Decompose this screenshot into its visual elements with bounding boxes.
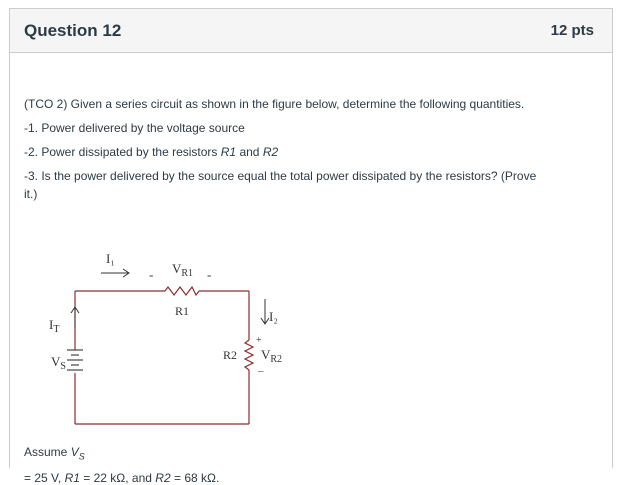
assume-line-1: Assume VS [24, 445, 85, 462]
vr2-label: VR2 [261, 347, 282, 365]
question-text-line-4: -3. Is the power delivered by the source… [24, 169, 537, 183]
circuit-diagram: I₁ - VR1 - R1 IT VS I₂ R2 + _ VR2 [49, 251, 282, 425]
i2-arrow-icon [260, 299, 270, 325]
vr2-minus-sign: _ [257, 361, 264, 373]
vr2-plus-sign: + [256, 335, 262, 346]
i2-label: I₂ [269, 309, 278, 324]
i1-arrow-icon [101, 268, 130, 278]
vs-label: VS [51, 354, 66, 372]
vr1-label: VR1 [172, 261, 193, 279]
question-card: Question 12 12 pts (TCO 2) Given a serie… [9, 8, 613, 485]
question-text-line-5: it.) [24, 187, 38, 201]
battery-symbol [67, 349, 83, 371]
circuit-wires [74, 290, 250, 425]
i1-label: I₁ [106, 251, 115, 266]
r2-resistor-symbol [243, 339, 255, 371]
r1-resistor-symbol [164, 285, 200, 297]
it-label: IT [49, 317, 59, 335]
question-points: 12 pts [550, 22, 594, 39]
question-text-line-1: (TCO 2) Given a series circuit as shown … [24, 97, 525, 111]
assume-line-2: = 25 V, R1 = 22 kΩ, and R2 = 68 kΩ. [24, 471, 220, 485]
question-header: Question 12 12 pts [10, 9, 612, 53]
vr1-minus-right: - [207, 267, 211, 282]
question-text-line-2: -1. Power delivered by the voltage sourc… [24, 121, 245, 135]
vr1-minus-left: - [149, 267, 153, 282]
question-text-line-3: -2. Power dissipated by the resistors R1… [24, 145, 279, 159]
it-arrow-icon [70, 306, 80, 328]
r1-label: R1 [175, 304, 189, 318]
question-title: Question 12 [24, 20, 122, 40]
r2-label: R2 [223, 348, 237, 362]
